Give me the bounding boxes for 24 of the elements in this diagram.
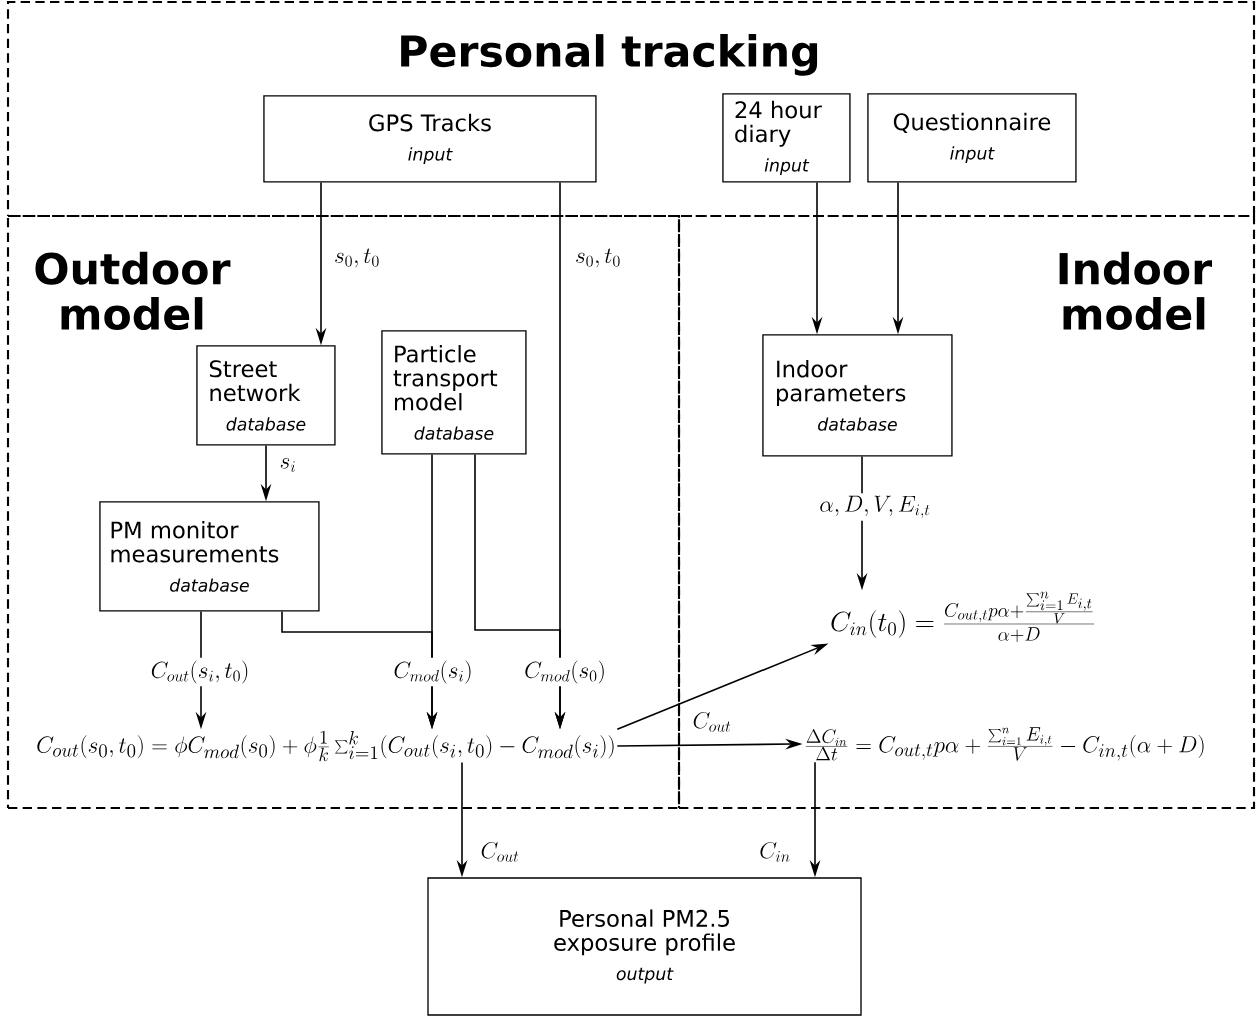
section-title: Personal tracking <box>401 34 818 76</box>
edge-label: $C_{out}(s_i,t_0)$ <box>148 657 252 687</box>
equation: $C_{in}(t_0) = \frac{C_{out,t}p\alpha + \frac{\sum_{i=1}^{n} E_{i,t}}{V}}{\alpha + D}$ <box>828 590 1098 644</box>
edge-label: $C_{out}$ <box>477 839 523 865</box>
section-title: Outdoor model <box>35 251 231 331</box>
edge-label: $s_i$ <box>277 455 299 475</box>
input-box: 24 hour diary input <box>722 93 851 183</box>
edge-label: $s_0, t_0$ <box>331 246 383 270</box>
database-box: Indoor parameters database <box>762 334 953 457</box>
edge-label: $\alpha, D, V, E_{i,t}$ <box>816 493 934 521</box>
database-box: Particle transport model database <box>381 330 527 455</box>
edge-label: $C_{out}$ <box>689 709 735 735</box>
section-title: Indoor model <box>1059 251 1213 331</box>
database-box: Street network database <box>196 345 336 446</box>
edge-label: $s_0, t_0$ <box>572 246 624 270</box>
edge-label: $C_{mod}(s_0)$ <box>521 657 609 687</box>
edge-label: $C_{in}$ <box>756 839 794 865</box>
input-box: GPS Tracks input <box>263 95 597 183</box>
equation: $\frac{\Delta C_{in}}{\Delta t} = C_{out,t}p\alpha + \frac{\sum_{i=1}^{n} E_{i,t}}{V} - C_{in,t}(\alpha + D)$ <box>802 725 1207 762</box>
database-box: PM monitor measurements database <box>99 501 320 612</box>
edge-label: $C_{mod}(s_i)$ <box>390 657 476 687</box>
input-box: Questionnaire input <box>867 93 1077 183</box>
output-box: Personal PM2.5 exposure profile output <box>427 877 862 1016</box>
equation: $C_{out}(s_0,t_0) = \phi C_{mod}(s_0) + \phi \frac{1}{k}\sum_{i=1}^{k}(C_{out}(s_i,t_0) - C_{mod}(s_i))$ <box>34 729 618 763</box>
